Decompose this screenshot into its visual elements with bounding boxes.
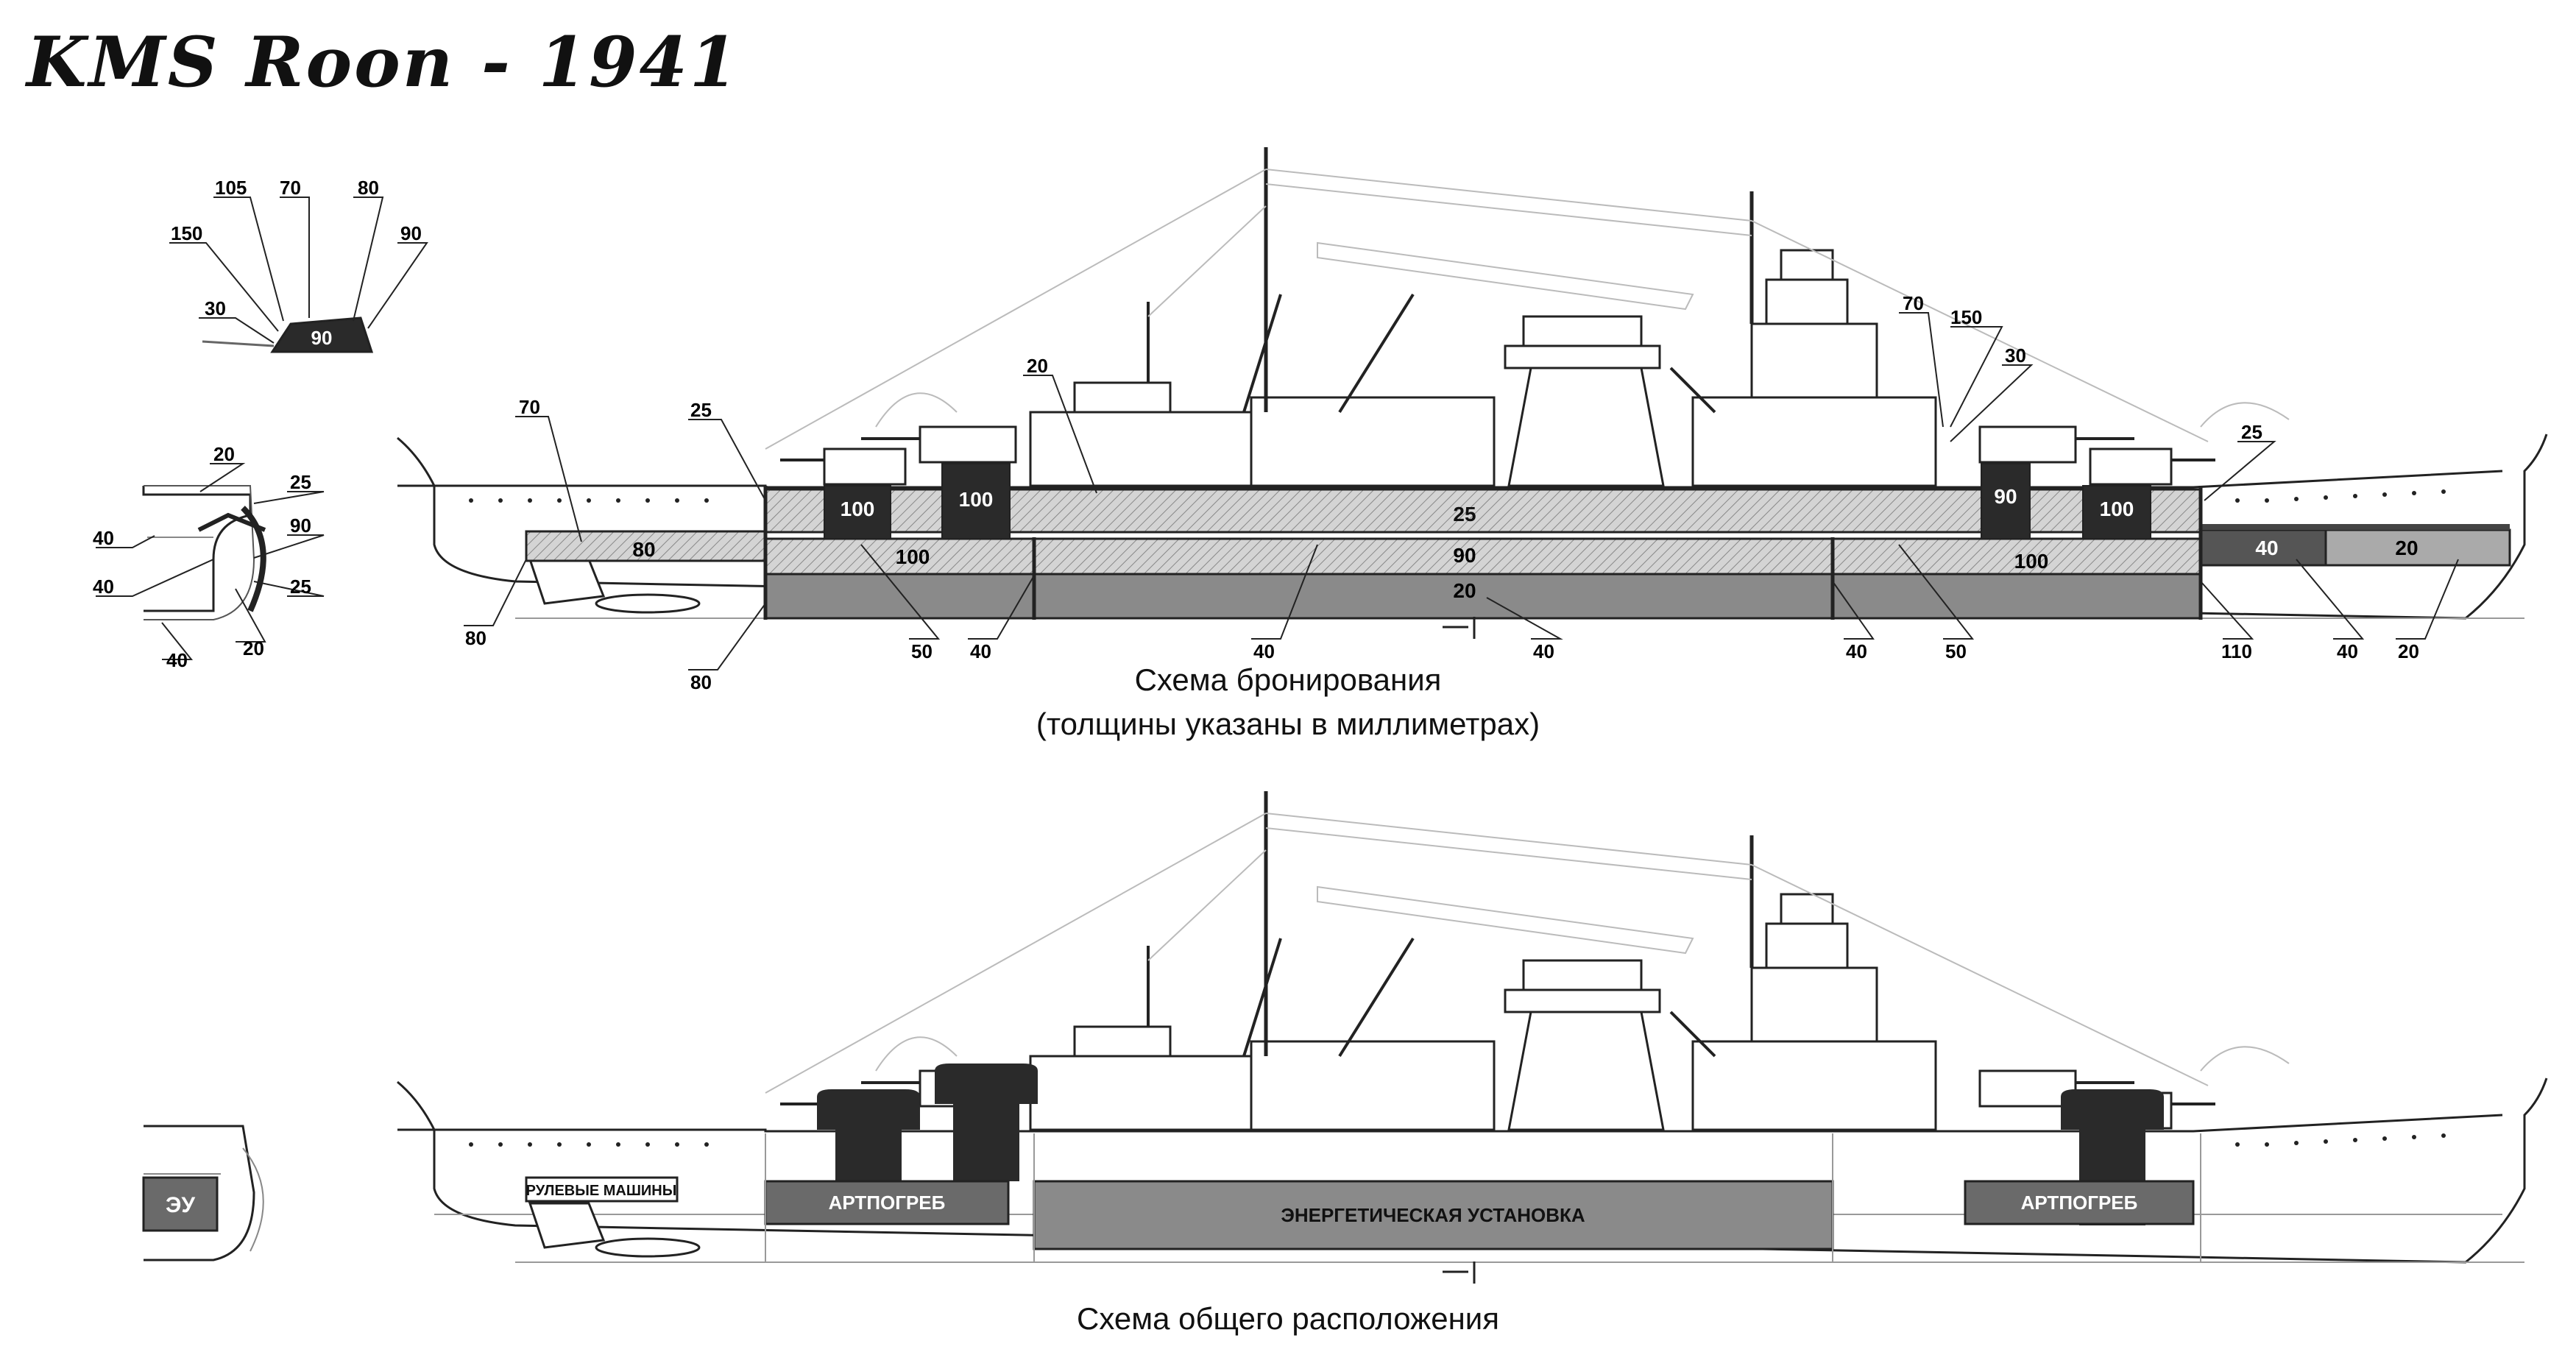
band-value-bottom: 20	[1453, 579, 1476, 602]
steering-label: РУЛЕВЫЕ МАШИНЫ	[526, 1183, 677, 1199]
callout-fore-40: 40	[2337, 640, 2358, 662]
armor-deck-band	[764, 537, 2202, 576]
callout-50-aft: 50	[911, 640, 933, 662]
band-value-fore-40: 40	[2255, 537, 2278, 559]
callout-aft-80-low: 80	[465, 627, 486, 649]
magazine-fore-label: АРТПОГРЕБ	[829, 1192, 946, 1214]
hull-label-20-bottom: 20	[243, 637, 264, 659]
machinery-box	[1033, 1180, 1834, 1250]
turret-label-70: 70	[280, 177, 301, 199]
barbette-aft-1	[824, 485, 891, 539]
barbette-shape-aft-2	[935, 1064, 1038, 1181]
hull-section: 20 25 40 90 40 25 20 40	[93, 443, 325, 671]
callout-aft-80-bottom: 80	[690, 671, 712, 693]
belt-value-aft-2: 100	[959, 488, 994, 511]
turret-shape	[270, 316, 374, 353]
turret-section: 90 105 70 80 150 90 30	[169, 177, 428, 353]
hull-label-25-bottom: 25	[290, 576, 311, 598]
barbette-aft-2	[941, 463, 1011, 539]
turret-label-80: 80	[358, 177, 379, 199]
hull-label-20-top: 20	[213, 443, 235, 465]
belt-value-main: 25	[1453, 503, 1476, 525]
callout-40-fwd-bulk: 40	[1846, 640, 1867, 662]
band-value-fwd-deck: 100	[2014, 550, 2049, 573]
layout-caption: Схема общего расположения	[1076, 1301, 1499, 1336]
turret-label-105: 105	[215, 177, 247, 199]
callout-tower-150: 150	[1950, 306, 1982, 328]
hull-label-40-a: 40	[93, 527, 114, 549]
hull-label-90: 90	[290, 514, 311, 537]
callout-40-deck: 40	[1253, 640, 1275, 662]
ey-label: ЭУ	[166, 1193, 195, 1217]
magazine-aft-box	[1964, 1180, 2195, 1225]
belt-value-fwd-1: 90	[1994, 485, 2017, 508]
callout-aft-25: 25	[690, 399, 712, 421]
band-value-mid-deck: 90	[1453, 544, 1476, 567]
layout-ship-profile: АРТПОГРЕБ ЭНЕРГЕТИЧЕСКАЯ УСТАНОВКА АРТПО…	[397, 791, 2548, 1284]
band-value-aft-deck: 100	[896, 545, 930, 568]
armor-ship-profile: 100 100 25 90 100 80 100 90 20 100 40 20	[397, 147, 2548, 693]
turret-label-30: 30	[205, 297, 226, 319]
band-value-fore-20: 20	[2395, 537, 2418, 559]
callout-40-aft-bulk: 40	[970, 640, 991, 662]
page-title: KMS Roon - 1941	[26, 22, 740, 103]
band-value-aft-ext: 80	[632, 538, 655, 561]
callout-40-bottom: 40	[1533, 640, 1554, 662]
turret-face-value: 90	[311, 327, 333, 349]
callout-fore-25: 25	[2241, 421, 2262, 443]
armor-caption-line1: Схема бронирования	[1134, 662, 1442, 697]
barbette-fwd-1	[1981, 463, 2031, 539]
callout-50-fwd: 50	[1945, 640, 1967, 662]
callout-deck-20: 20	[1027, 355, 1048, 377]
hull-label-40-b: 40	[93, 576, 114, 598]
turret-label-150: 150	[171, 222, 202, 244]
hull-label-25-top: 25	[290, 471, 311, 493]
armor-caption-line2: (толщины указаны в миллиметрах)	[1036, 707, 1540, 741]
callout-fore-20: 20	[2398, 640, 2419, 662]
steering-box	[525, 1176, 679, 1203]
ey-section: ЭУ	[142, 1125, 264, 1261]
callout-tower-30: 30	[2005, 344, 2026, 367]
belt-value-fwd-2: 100	[2100, 498, 2134, 520]
turret-label-90: 90	[400, 222, 422, 244]
aft-extension	[525, 530, 767, 562]
hull-label-40-c: 40	[166, 649, 188, 671]
fore-band-20	[2324, 528, 2511, 567]
ey-box	[142, 1176, 219, 1232]
callout-tower-70: 70	[1903, 292, 1924, 314]
magazine-aft-label: АРТПОГРЕБ	[2021, 1192, 2138, 1214]
barbette-fwd-2	[2082, 485, 2151, 539]
callout-110: 110	[2221, 640, 2252, 662]
barbette-shape-aft-1	[817, 1089, 920, 1181]
callout-aft-70: 70	[519, 396, 540, 418]
armor-bottom-band	[764, 573, 2202, 620]
machinery-label: ЭНЕРГЕТИЧЕСКАЯ УСТАНОВКА	[1281, 1204, 1585, 1226]
belt-value-aft-1: 100	[841, 498, 875, 520]
